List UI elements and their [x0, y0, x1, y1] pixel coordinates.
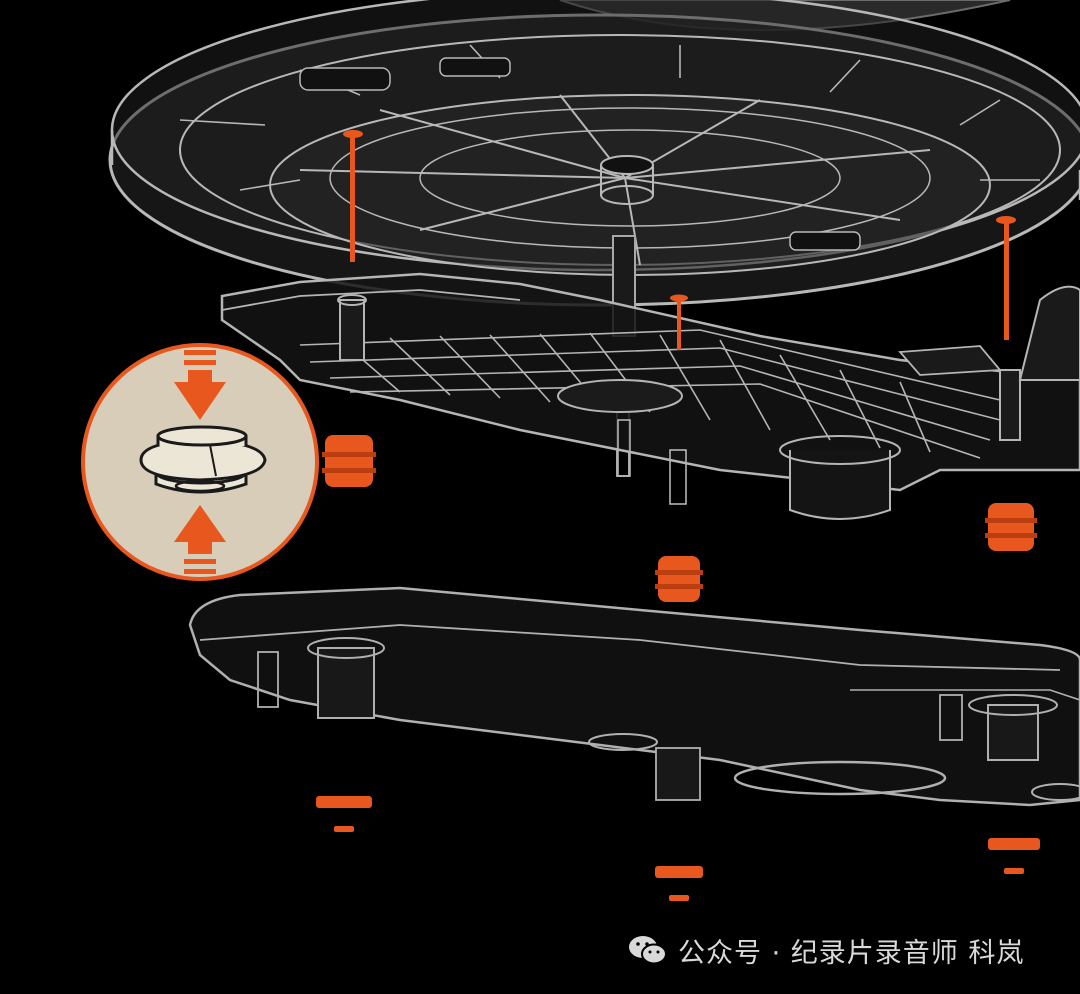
arrow-down-icon: [174, 350, 226, 420]
compression-inset: [81, 343, 319, 581]
upper-chassis: [220, 272, 1080, 520]
base-plate: [188, 586, 1080, 807]
wechat-icon: [629, 936, 667, 965]
watermark: 公众号 · 纪录片录音师 科岚: [628, 928, 1024, 972]
platter: [108, 0, 1080, 307]
damper-feet: [316, 435, 1040, 901]
screws: [343, 130, 1016, 350]
compressed-damper-icon: [139, 425, 267, 494]
watermark-text: 公众号 · 纪录片录音师 科岚: [678, 937, 1025, 969]
arrow-up-icon: [174, 505, 226, 574]
